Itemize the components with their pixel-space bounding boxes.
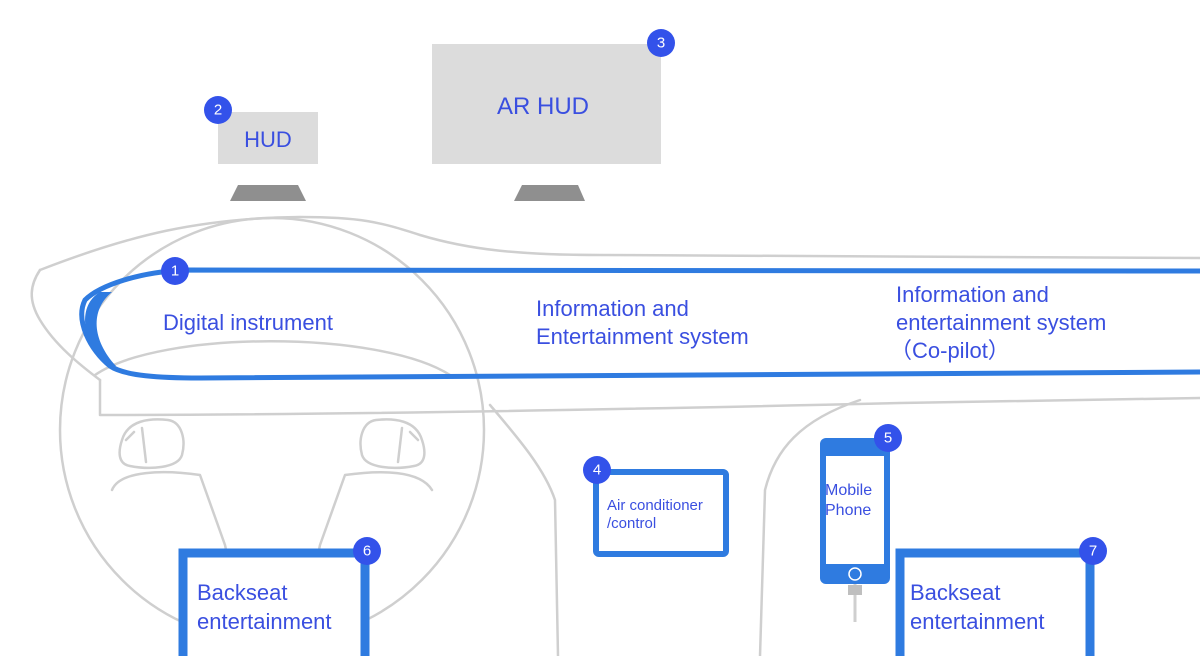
air-conditioner-badge [583, 456, 611, 484]
mobile-phone: Mobile Phone 5 [820, 424, 902, 622]
ar-hud-badge [647, 29, 675, 57]
mobile-phone-badge-number: 5 [884, 430, 892, 447]
copilot-label-line1: Information and [896, 282, 1049, 307]
backseat-right-badge [1079, 537, 1107, 565]
ar-hud-label: AR HUD [497, 93, 589, 120]
backseat-left-label-line2: entertainment [197, 609, 332, 634]
infotainment-label-line2: Entertainment system [536, 324, 749, 349]
ar-hud-unit: AR HUD 3 [432, 29, 675, 201]
backseat-left-badge-number: 6 [363, 543, 371, 560]
air-conditioner-screen: Air conditioner /control 4 [583, 456, 729, 557]
hud-unit: HUD 2 [204, 96, 318, 201]
air-conditioner-label-line1: Air conditioner [607, 497, 703, 514]
backseat-right-label-line2: entertainment [910, 609, 1045, 634]
copilot-label-line2: entertainment system [896, 310, 1106, 335]
infotainment-label-line1: Information and [536, 296, 689, 321]
hud-label: HUD [244, 127, 292, 152]
dashboard-badge-number: 1 [171, 263, 179, 280]
hud-badge-number: 2 [214, 102, 222, 119]
backseat-right-badge-number: 7 [1089, 543, 1097, 560]
cabin-outline [30, 215, 1200, 656]
phone-home-button [848, 567, 862, 581]
ar-hud-badge-number: 3 [657, 35, 665, 52]
backseat-screen-right: Backseat entertainment 7 [895, 537, 1107, 656]
mobile-phone-badge [874, 424, 902, 452]
dashboard-badge [161, 257, 189, 285]
backseat-screen-left: Backseat entertainment 6 [178, 537, 381, 656]
air-conditioner-label-line2: /control [607, 515, 656, 532]
mobile-phone-label-line2: Phone [825, 502, 871, 519]
backseat-left-label-line1: Backseat [197, 580, 288, 605]
hud-badge [204, 96, 232, 124]
air-conditioner-badge-number: 4 [593, 462, 601, 479]
ar-hud-projector [514, 185, 585, 201]
backseat-right-label-line1: Backseat [910, 580, 1001, 605]
ar-hud-panel [432, 44, 661, 164]
hud-panel [218, 112, 318, 164]
backseat-left-badge [353, 537, 381, 565]
hud-projector [230, 185, 306, 201]
copilot-label-line3: （Co-pilot） [890, 338, 1010, 363]
mobile-phone-label-line1: Mobile [825, 482, 872, 499]
dashboard-screen: 1 Digital instrument Information and Ent… [79, 257, 1200, 381]
digital-instrument-label: Digital instrument [163, 310, 333, 335]
